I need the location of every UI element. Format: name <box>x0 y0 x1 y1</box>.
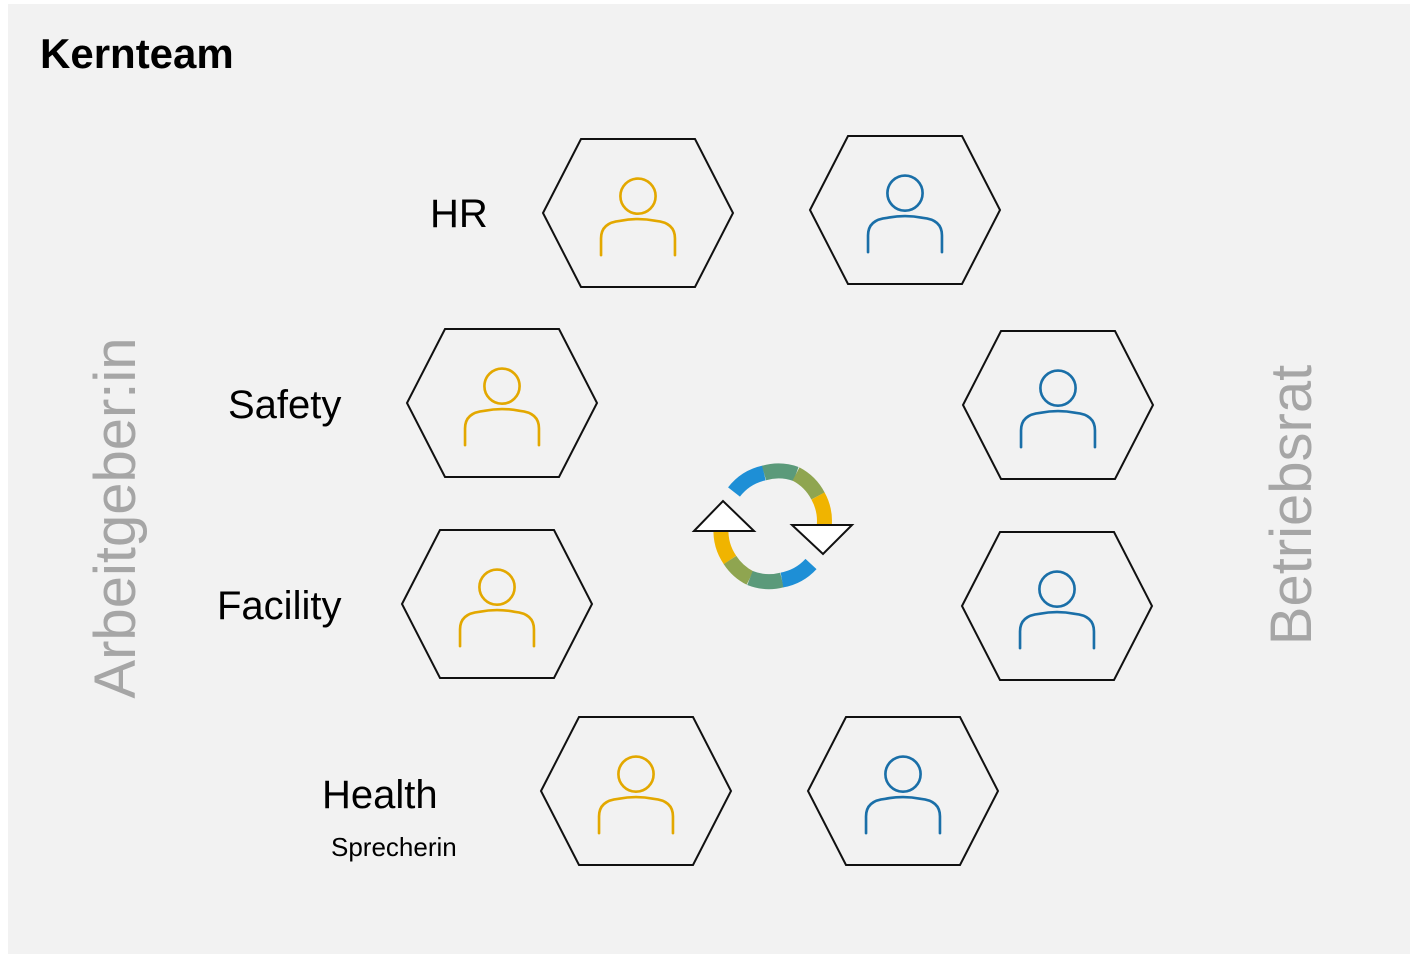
cycle-arrows-icon <box>691 463 855 590</box>
hex-node-safety-employer <box>405 328 599 478</box>
role-label-safety: Safety <box>228 383 342 427</box>
person-icon <box>1018 570 1096 650</box>
hex-node-health-works-council <box>806 716 1000 866</box>
hex-node-facility-employer <box>400 529 594 679</box>
hex-node-health-employer <box>539 716 733 866</box>
person-icon <box>597 755 675 835</box>
hex-node-safety-works-council <box>961 330 1155 480</box>
person-icon <box>458 568 536 648</box>
person-icon <box>866 174 944 254</box>
role-sublabel-spokesperson: Sprecherin <box>331 832 457 862</box>
hex-node-facility-works-council <box>960 531 1154 681</box>
role-label-health: Health <box>322 773 438 817</box>
person-icon <box>1019 369 1097 449</box>
page-title: Kernteam <box>40 30 234 77</box>
hex-node-hr-works-council <box>808 135 1002 285</box>
person-icon <box>599 177 677 257</box>
slide-background <box>8 4 1410 954</box>
person-icon <box>864 755 942 835</box>
person-icon <box>463 367 541 447</box>
role-label-facility: Facility <box>217 584 342 628</box>
role-label-hr: HR <box>430 192 488 236</box>
hex-node-hr-employer <box>541 138 735 288</box>
